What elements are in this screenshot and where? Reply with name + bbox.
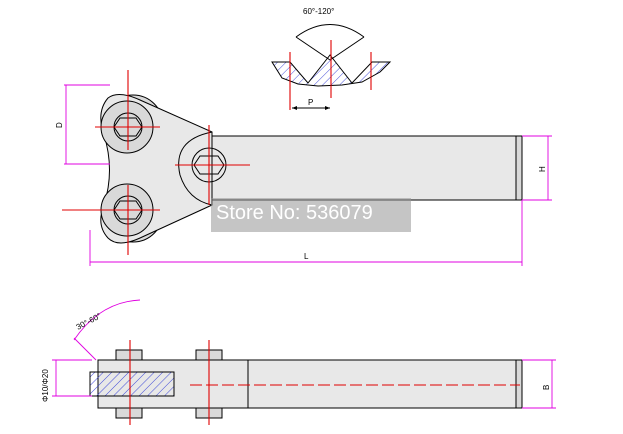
angle-arc bbox=[295, 24, 365, 38]
pitch-arrow-left bbox=[292, 106, 297, 110]
side-shank-end bbox=[515, 359, 523, 409]
side-pin-left-bottom bbox=[115, 407, 143, 419]
side-angle-arc bbox=[73, 299, 141, 341]
angle-label-top: 60°-120° bbox=[303, 7, 334, 16]
side-angle-line bbox=[73, 337, 97, 361]
side-pin-left-top bbox=[115, 349, 143, 361]
store-watermark-box bbox=[211, 198, 411, 232]
store-watermark-text: Store No: 536079 bbox=[216, 202, 373, 224]
pitch-label: P bbox=[308, 98, 313, 107]
b-label: B bbox=[542, 385, 551, 390]
shank-body bbox=[209, 135, 517, 201]
knurl-profile-detail: 60°-120° P bbox=[271, 7, 392, 110]
side-view: 30°-60° Φ10/Φ20 B bbox=[41, 299, 556, 425]
side-wheel-hatched bbox=[89, 371, 175, 397]
pivot-arc bbox=[178, 131, 213, 206]
pitch-arrow-right bbox=[325, 106, 330, 110]
h-label: H bbox=[538, 166, 547, 172]
angle-line-left bbox=[295, 36, 331, 61]
front-view: D H L bbox=[55, 70, 552, 266]
angle-line-right bbox=[329, 36, 365, 61]
side-angle-label: 30°-60° bbox=[75, 311, 103, 332]
l-label: L bbox=[304, 252, 309, 261]
shank-end bbox=[515, 135, 523, 201]
d-label: D bbox=[55, 122, 64, 128]
dia-label: Φ10/Φ20 bbox=[41, 369, 50, 402]
